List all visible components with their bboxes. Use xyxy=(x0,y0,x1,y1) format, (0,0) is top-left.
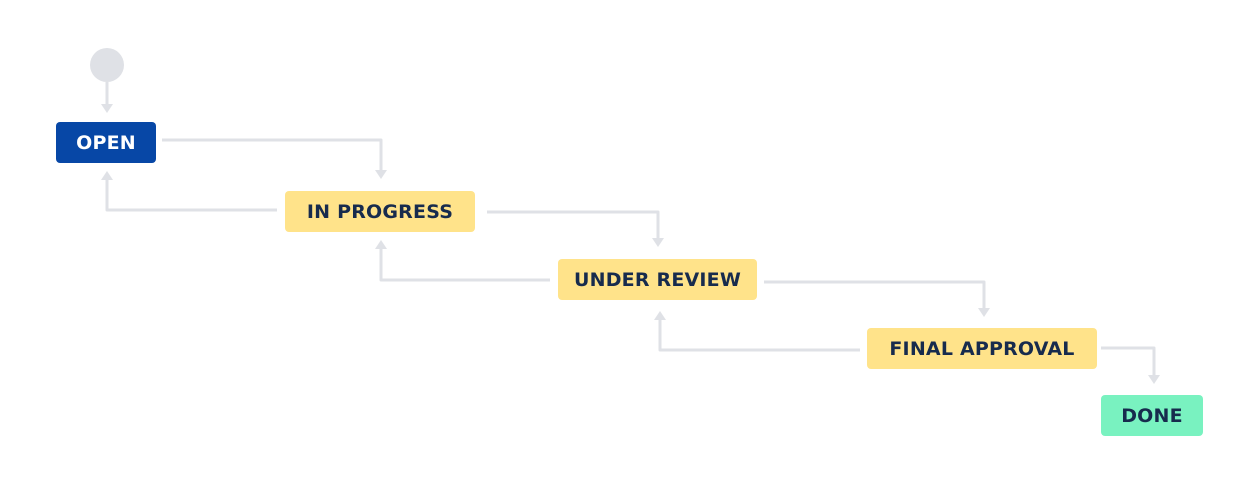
arrowhead-down-final-approval xyxy=(978,308,990,317)
transition-final-approval-to-done xyxy=(1101,346,1156,377)
arrowhead-up-open xyxy=(101,171,113,180)
arrowhead-down-in-progress xyxy=(375,170,387,179)
transition-under-review-to-final-approval xyxy=(764,280,986,310)
status-label: OPEN xyxy=(76,131,136,154)
transition-in-progress-to-under-review xyxy=(487,210,660,240)
arrowhead-down-done xyxy=(1148,375,1160,384)
transition-final-approval-to-under-review xyxy=(658,318,860,352)
status-done[interactable]: DONE xyxy=(1101,395,1203,436)
status-open[interactable]: OPEN xyxy=(56,122,156,163)
transition-open-to-in-progress xyxy=(162,138,383,172)
arrowhead-up-in-progress xyxy=(375,240,387,249)
status-label: UNDER REVIEW xyxy=(573,268,742,291)
transition-under-review-to-in-progress xyxy=(379,247,550,282)
arrowhead-down-under-review xyxy=(652,238,664,247)
start-marker xyxy=(90,48,124,82)
transition-in-progress-to-open xyxy=(105,178,277,212)
status-under-review[interactable]: UNDER REVIEW xyxy=(558,259,757,300)
status-final-approval[interactable]: FINAL APPROVAL xyxy=(867,328,1097,369)
status-label: FINAL APPROVAL xyxy=(889,337,1075,360)
status-label: DONE xyxy=(1121,404,1183,427)
status-label: IN PROGRESS xyxy=(306,200,454,223)
arrowhead-up-under-review xyxy=(654,311,666,320)
arrowhead-down-open xyxy=(101,104,113,113)
status-in-progress[interactable]: IN PROGRESS xyxy=(285,191,475,232)
